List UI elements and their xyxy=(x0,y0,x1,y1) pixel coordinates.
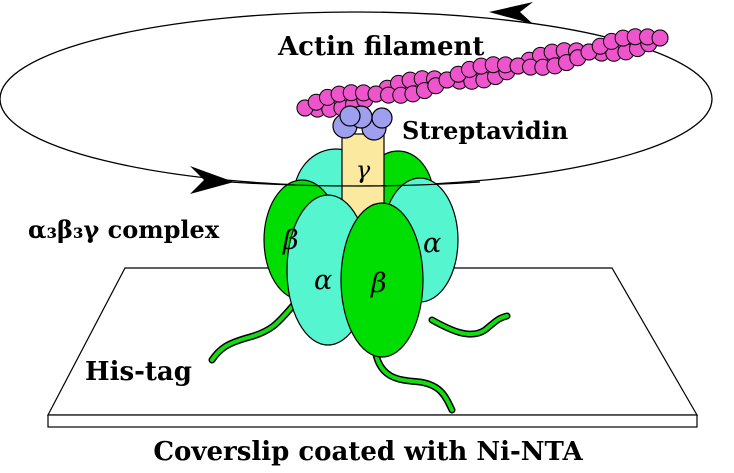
actin-filament-label: Actin filament xyxy=(277,32,484,62)
labels: Actin filament Streptavidin α₃β₃γ comple… xyxy=(28,32,583,467)
arrowhead-icon xyxy=(190,166,234,194)
subunit-letters: β α β α xyxy=(282,225,441,299)
his-tag-label: His-tag xyxy=(85,357,192,387)
streptavidin xyxy=(332,105,393,141)
beta-center-label: β xyxy=(370,268,387,299)
beta-center xyxy=(340,202,424,358)
arrowhead-icon xyxy=(489,2,533,24)
streptavidin-label: Streptavidin xyxy=(402,116,568,145)
complex-label: α₃β₃γ complex xyxy=(28,215,220,244)
actin-monomer xyxy=(651,29,669,47)
coverslip-label: Coverslip coated with Ni-NTA xyxy=(153,437,583,467)
beta-left-label: β xyxy=(282,225,299,256)
alpha-center-label: α xyxy=(314,265,332,296)
his-tags xyxy=(208,296,511,414)
front-subunits xyxy=(263,177,459,358)
rotation-arrows xyxy=(190,2,533,194)
alpha-right-label: α xyxy=(423,228,441,259)
gamma-label: γ xyxy=(356,156,371,184)
actin-filament xyxy=(296,28,669,118)
